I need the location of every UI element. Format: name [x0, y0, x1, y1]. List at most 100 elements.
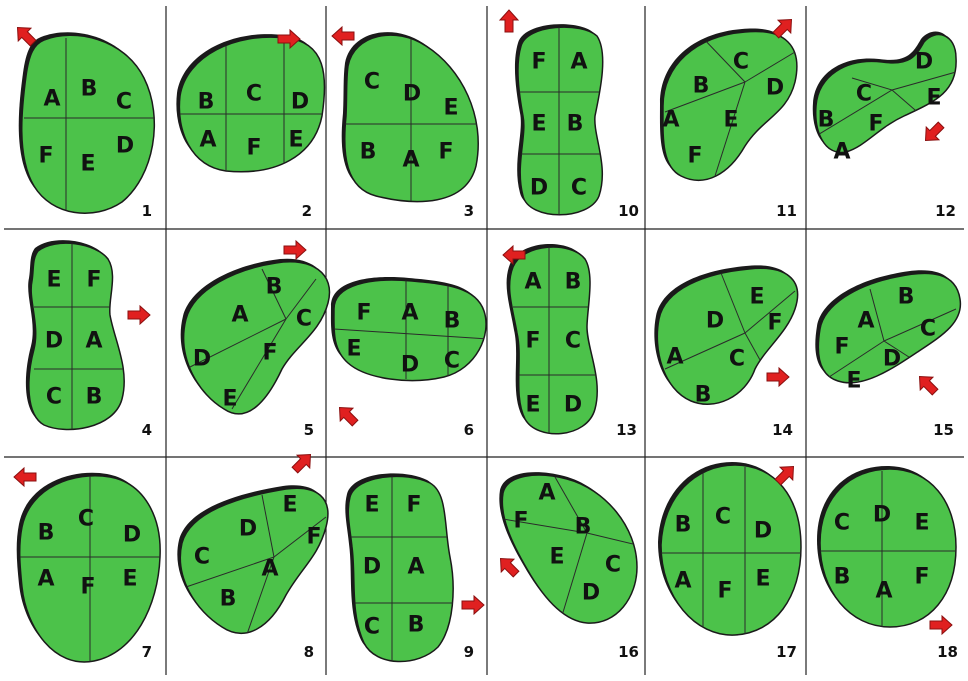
- section-label: C: [571, 176, 587, 201]
- panel-number: 9: [464, 643, 474, 661]
- section-label: C: [364, 70, 380, 95]
- section-label: A: [833, 140, 850, 165]
- direction-arrow-icon: [284, 241, 306, 259]
- section-label: B: [675, 513, 692, 538]
- section-label: E: [346, 337, 361, 362]
- green-blob: [502, 475, 637, 623]
- puzzle-panel-12: DCEBFA12: [813, 32, 956, 220]
- section-label: D: [291, 90, 309, 115]
- section-label: B: [408, 613, 425, 638]
- section-label: E: [282, 493, 297, 518]
- section-label: C: [715, 505, 731, 530]
- section-label: F: [246, 136, 261, 161]
- section-label: E: [914, 511, 929, 536]
- section-label: D: [45, 329, 63, 354]
- direction-arrow-icon: [14, 468, 36, 486]
- direction-arrow-icon: [930, 616, 952, 634]
- section-label: F: [525, 329, 540, 354]
- section-label: D: [766, 76, 784, 101]
- direction-arrow-icon: [462, 596, 484, 614]
- section-label: D: [564, 393, 582, 418]
- section-label: F: [356, 301, 371, 326]
- direction-arrow-icon: [913, 370, 941, 398]
- section-label: A: [538, 481, 555, 506]
- section-label: F: [531, 50, 546, 75]
- section-label: A: [85, 329, 102, 354]
- direction-arrow-icon: [767, 368, 789, 386]
- section-label: E: [222, 387, 237, 412]
- section-label: E: [288, 128, 303, 153]
- section-label: E: [549, 545, 564, 570]
- section-label: A: [662, 108, 679, 133]
- section-label: F: [306, 525, 321, 550]
- panel-number: 4: [142, 421, 152, 439]
- section-label: C: [194, 545, 210, 570]
- panel-number: 7: [142, 643, 152, 661]
- puzzle-panel-8: EDFCAB8: [177, 448, 328, 661]
- panel-number: 5: [304, 421, 314, 439]
- section-label: F: [717, 579, 732, 604]
- section-label: E: [723, 108, 738, 133]
- puzzle-panel-17: BCDAFE17: [658, 460, 803, 661]
- direction-arrow-icon: [332, 27, 354, 45]
- puzzle-panel-5: BACDFE5: [181, 241, 330, 439]
- section-label: F: [80, 575, 95, 600]
- section-label: A: [674, 569, 691, 594]
- section-label: F: [406, 493, 421, 518]
- section-label: B: [38, 521, 55, 546]
- section-label: B: [898, 285, 915, 310]
- puzzle-panel-2: BCDAFE2: [176, 30, 326, 220]
- section-label: A: [666, 345, 683, 370]
- section-label: A: [261, 557, 278, 582]
- section-label: D: [530, 176, 548, 201]
- direction-arrow-icon: [500, 10, 518, 32]
- section-label: D: [116, 134, 134, 159]
- section-label: A: [37, 567, 54, 592]
- section-label: A: [570, 50, 587, 75]
- section-label: E: [46, 268, 61, 293]
- section-label: B: [818, 108, 835, 133]
- section-label: D: [123, 523, 141, 548]
- section-label: E: [364, 493, 379, 518]
- section-label: F: [767, 311, 782, 336]
- section-label: C: [856, 82, 872, 107]
- direction-arrow-icon: [919, 119, 947, 147]
- section-label: C: [729, 347, 745, 372]
- section-label: D: [582, 581, 600, 606]
- section-label: E: [525, 393, 540, 418]
- section-label: D: [403, 82, 421, 107]
- green-blob: [661, 465, 801, 635]
- direction-arrow-icon: [494, 552, 522, 580]
- section-label: C: [834, 511, 850, 536]
- panel-number: 17: [776, 643, 797, 661]
- section-label: F: [262, 341, 277, 366]
- section-label: B: [693, 74, 710, 99]
- section-label: A: [199, 128, 216, 153]
- section-label: D: [706, 309, 724, 334]
- panel-number: 15: [933, 421, 954, 439]
- section-label: A: [857, 309, 874, 334]
- green-blob: [510, 247, 598, 434]
- puzzle-panel-3: CDEBAF3: [332, 27, 478, 220]
- panel-number: 14: [772, 421, 793, 439]
- section-label: A: [524, 270, 541, 295]
- section-label: C: [444, 349, 460, 374]
- section-label: C: [116, 90, 132, 115]
- section-label: F: [914, 565, 929, 590]
- section-label: F: [86, 268, 101, 293]
- section-label: A: [402, 148, 419, 173]
- section-label: B: [695, 383, 712, 408]
- section-label: E: [531, 112, 546, 137]
- section-label: F: [834, 335, 849, 360]
- section-label: A: [43, 87, 60, 112]
- puzzle-panel-6: FABEDC6: [331, 277, 488, 439]
- section-label: A: [401, 301, 418, 326]
- section-label: D: [239, 517, 257, 542]
- section-label: A: [407, 555, 424, 580]
